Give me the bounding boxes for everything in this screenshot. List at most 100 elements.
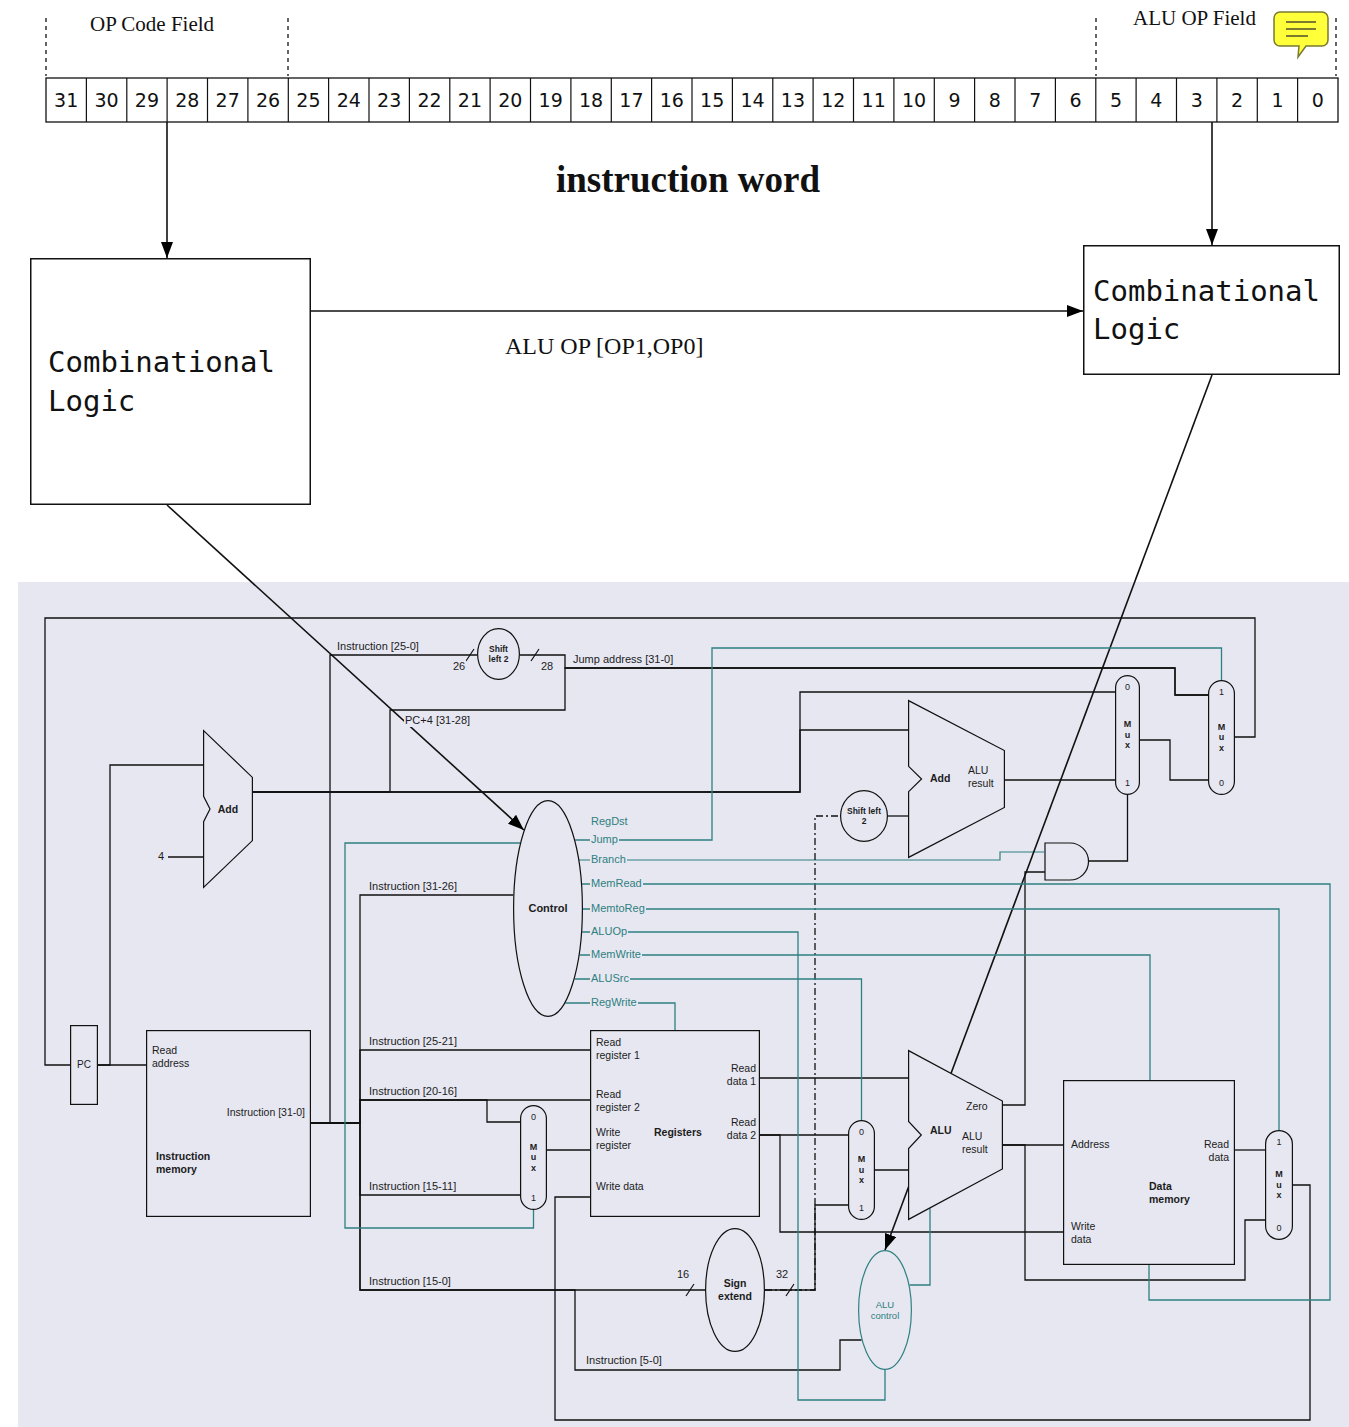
bit-number: 22 (409, 78, 449, 122)
control-unit-shape (514, 801, 583, 1017)
node-text: ALU result (968, 764, 1000, 789)
signal-name: MemWrite (590, 948, 642, 961)
bit-width: 28 (540, 660, 554, 673)
mux-label: M u x (1217, 722, 1227, 753)
mux-label: 0 (1219, 778, 1224, 788)
logic-block-shape (1084, 246, 1340, 375)
bit-number: 1 (1257, 78, 1297, 122)
data-wire (1140, 740, 1208, 780)
mux-label: 1 (531, 1193, 536, 1203)
datapath-ground (18, 582, 1349, 1427)
node-text: Write register (596, 1126, 658, 1151)
mux-label: 1 (1125, 778, 1130, 788)
mux-label: M u x (1274, 1169, 1284, 1200)
bit-number: 0 (1298, 78, 1338, 122)
node-text: Read register 2 (596, 1088, 658, 1113)
node-text: Control (528, 902, 567, 915)
data-memory: AddressRead dataWrite dataData memory (1063, 1080, 1235, 1265)
logic-block: Combinational Logic (30, 258, 311, 505)
node-text: Write data (1071, 1220, 1111, 1245)
bit-number: 26 (248, 78, 288, 122)
bit-number: 17 (611, 78, 651, 122)
bit-number: 3 (1177, 78, 1217, 122)
node-text: ALU (930, 1124, 952, 1137)
bus-label: Instruction [25-21] (368, 1035, 458, 1048)
bus-label: Instruction [25-0] (336, 640, 420, 653)
multiplexer: 0M u x1 (520, 1105, 547, 1210)
bit-width: 16 (676, 1268, 690, 1281)
multiplexer: 1 M u x 0 (1265, 1130, 1293, 1240)
node-text: Read register 1 (596, 1036, 658, 1061)
node-text: Registers (654, 1126, 702, 1139)
node-text: Read data 2 (712, 1116, 756, 1141)
alu: ZeroALUALU result (908, 1050, 1003, 1220)
field-arrow (1211, 122, 1213, 245)
data-wire (311, 895, 513, 1123)
node-text: PC (77, 1059, 91, 1071)
data-wire (765, 816, 840, 1290)
alu-control: ALU control (858, 1250, 912, 1370)
shifter-shape (478, 629, 520, 680)
bit-width: 26 (452, 660, 466, 673)
data-wire (875, 1169, 908, 1170)
shifter: Shift left 2 (840, 790, 888, 842)
data-wire (547, 1149, 590, 1150)
zero-wire (1003, 872, 1045, 1105)
bus-label: PC+4 [31-28] (404, 714, 471, 727)
bit-number: 29 (127, 78, 167, 122)
bit-number: 24 (329, 78, 369, 122)
mux-label: 1 (1276, 1137, 1281, 1147)
node-text: Instruction [31-0] (226, 1106, 305, 1119)
signal-name: MemtoReg (590, 902, 646, 915)
data-wire (253, 668, 1208, 792)
data-wire (1005, 779, 1115, 780)
mux-label: 0 (531, 1112, 536, 1122)
program-counter: PC (70, 1025, 98, 1105)
node-text: Read data 1 (712, 1062, 756, 1087)
signal-name: ALUOp (590, 925, 628, 938)
data-wire (311, 1123, 862, 1370)
node-text: Sign extend (713, 1277, 757, 1302)
bit-number: 25 (288, 78, 328, 122)
signal-name: Branch (590, 853, 627, 866)
program-counter-shape (71, 1026, 98, 1105)
mux-label: 1 (859, 1203, 864, 1213)
adder-shape (204, 731, 253, 888)
comment-icon (1274, 12, 1328, 57)
bus-label: Instruction [31-26] (368, 880, 458, 893)
register-file: Read register 1 Read register 2 Write regi… (590, 1030, 760, 1217)
mux-label: 1 (1219, 687, 1224, 697)
instruction-memory-shape (147, 1031, 311, 1217)
bus-label: Instruction [20-16] (368, 1085, 458, 1098)
data-wire (45, 618, 1255, 1065)
sign-extender-shape (706, 1229, 765, 1352)
control-line (345, 843, 534, 1228)
alu-shape (909, 1051, 1003, 1220)
bit-number: 30 (86, 78, 126, 122)
logic-block-outline (30, 258, 311, 505)
shifter: Shift left 2 (477, 628, 520, 680)
data-wire (765, 1205, 848, 1290)
data-wire (311, 1100, 590, 1123)
node-text: Combinational Logic (1093, 272, 1330, 349)
bit-number: 20 (490, 78, 530, 122)
comment-bubble (1274, 12, 1328, 57)
adder: AddALU result (908, 700, 1005, 858)
and-gate (1045, 843, 1089, 880)
multiplexer-shape (1266, 1131, 1293, 1240)
mux-label: 0 (1276, 1223, 1281, 1233)
node-text: Add (218, 803, 238, 816)
bus-label: Instruction [15-0] (368, 1275, 452, 1288)
node-text: Zero (966, 1100, 988, 1113)
signal-name: ALUSrc (590, 972, 630, 985)
bus-label: Instruction [15-11] (368, 1180, 457, 1193)
register-caption: instruction word (556, 158, 820, 202)
node-text: Instruction memory (156, 1150, 228, 1175)
bit-number: 9 (934, 78, 974, 122)
multiplexer-shape (521, 1106, 547, 1210)
bit-number: 8 (975, 78, 1015, 122)
multiplexer: 1 M u x 0 (1208, 680, 1235, 795)
data-wire (98, 765, 203, 1065)
logic-block-outline (1083, 245, 1340, 375)
field-title: OP Code Field (90, 12, 214, 37)
